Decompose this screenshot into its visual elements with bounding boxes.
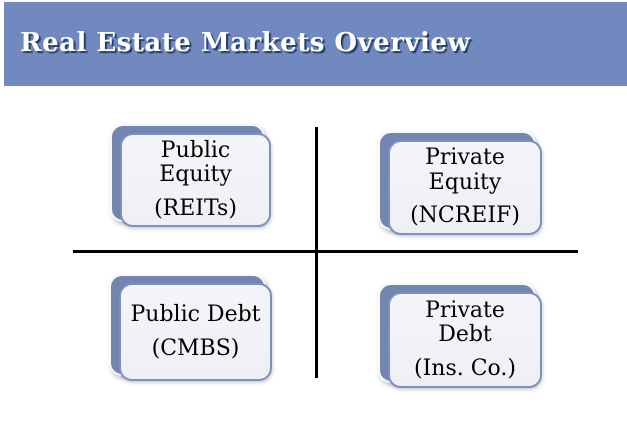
quadrant-name-public-equity: Public Equity <box>159 137 232 188</box>
slide-title: Real Estate Markets Overview <box>20 28 471 58</box>
quadrant-box-private-debt: Private Debt (Ins. Co.) <box>378 283 542 388</box>
quadrant-box-private-equity: Private Equity (NCREIF) <box>378 131 542 235</box>
title-bar: Real Estate Markets Overview <box>4 2 627 86</box>
box-face: Public Debt (CMBS) <box>119 283 272 381</box>
quadrant-detail-private-equity: (NCREIF) <box>410 203 520 229</box>
quadrant-box-public-debt: Public Debt (CMBS) <box>109 274 272 381</box>
box-face: Private Debt (Ins. Co.) <box>388 292 542 388</box>
quadrant-detail-private-debt: (Ins. Co.) <box>414 355 516 381</box>
quadrant-horizontal-axis <box>73 250 578 253</box>
quadrant-name-public-debt: Public Debt <box>130 301 261 327</box>
quadrant-detail-public-equity: (REITs) <box>154 195 237 221</box>
box-face: Public Equity (REITs) <box>120 133 271 227</box>
quadrant-detail-public-debt: (CMBS) <box>151 335 240 361</box>
quadrant-name-private-debt: Private Debt <box>425 297 505 348</box>
quadrant-name-private-equity: Private Equity <box>425 145 505 195</box>
box-face: Private Equity (NCREIF) <box>388 140 542 235</box>
quadrant-box-public-equity: Public Equity (REITs) <box>110 124 271 227</box>
